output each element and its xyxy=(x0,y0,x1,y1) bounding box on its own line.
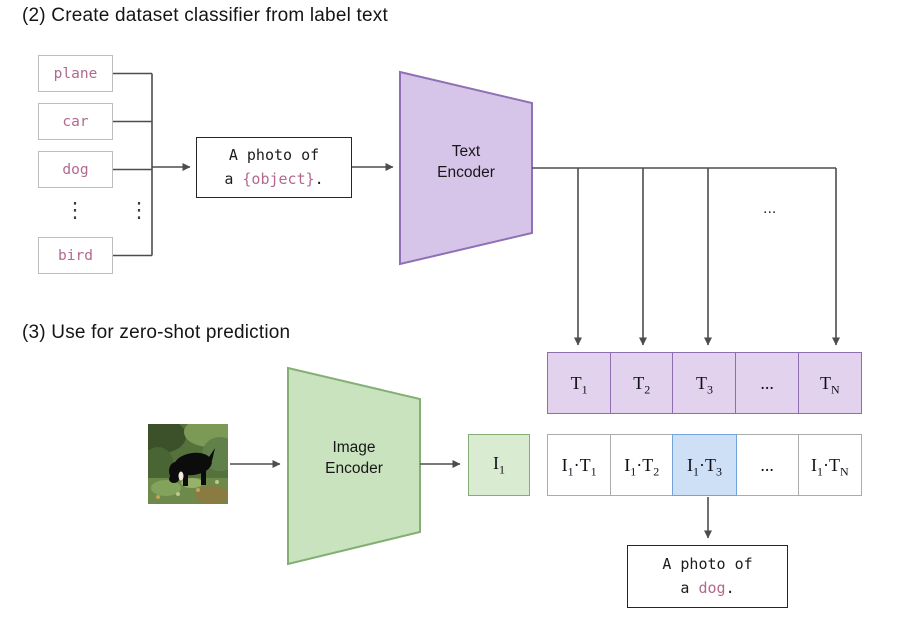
prediction-object-token: dog xyxy=(698,578,726,597)
t-ellipsis-cell: ... xyxy=(735,352,800,414)
similarity-row: I1·T1 I1·T2 I1·T3 ... I1·TN xyxy=(547,434,862,496)
image-encoder-label: Image Encoder xyxy=(325,439,383,477)
tn-cell: TN xyxy=(797,352,862,414)
sim-cell-i1t1: I1·T1 xyxy=(547,434,612,496)
connector-ellipsis: ⋮ xyxy=(128,198,150,222)
section-3-title: (3) Use for zero-shot prediction xyxy=(22,322,291,343)
labels-ellipsis: ⋮ xyxy=(64,198,86,222)
prediction-line-1: A photo of xyxy=(662,555,753,574)
prediction-box: A photo of a dog. xyxy=(627,545,788,608)
sim-cell-ellipsis: ... xyxy=(735,434,800,496)
sim-cell-i1t2: I1·T2 xyxy=(609,434,674,496)
bus-ellipsis: ... xyxy=(763,200,777,217)
text-encoder-label: Text Encoder xyxy=(437,143,495,181)
sim-cell-i1t3-highlighted: I1·T3 xyxy=(672,434,737,496)
t3-cell: T3 xyxy=(672,352,737,414)
class-label-dog: dog xyxy=(38,151,113,188)
sim-cell-i1tn: I1·TN xyxy=(797,434,862,496)
prompt-line-2: a {object}. xyxy=(224,169,324,188)
image-embedding-cell: I1 xyxy=(468,434,530,496)
class-label-car: car xyxy=(38,103,113,140)
dog-photo xyxy=(148,424,228,504)
prediction-line-2: a dog. xyxy=(680,578,735,597)
class-label-plane: plane xyxy=(38,55,113,92)
prompt-line-1: A photo of xyxy=(228,146,320,165)
t1-cell: T1 xyxy=(547,352,612,414)
class-label-bird: bird xyxy=(38,237,113,274)
prompt-template-box: A photo of a {object}. xyxy=(196,137,352,198)
section-2-title: (2) Create dataset classifier from label… xyxy=(22,5,388,26)
t2-cell: T2 xyxy=(609,352,674,414)
prompt-object-token: {object} xyxy=(242,169,315,188)
text-embedding-row: T1 T2 T3 ... TN xyxy=(547,352,862,414)
